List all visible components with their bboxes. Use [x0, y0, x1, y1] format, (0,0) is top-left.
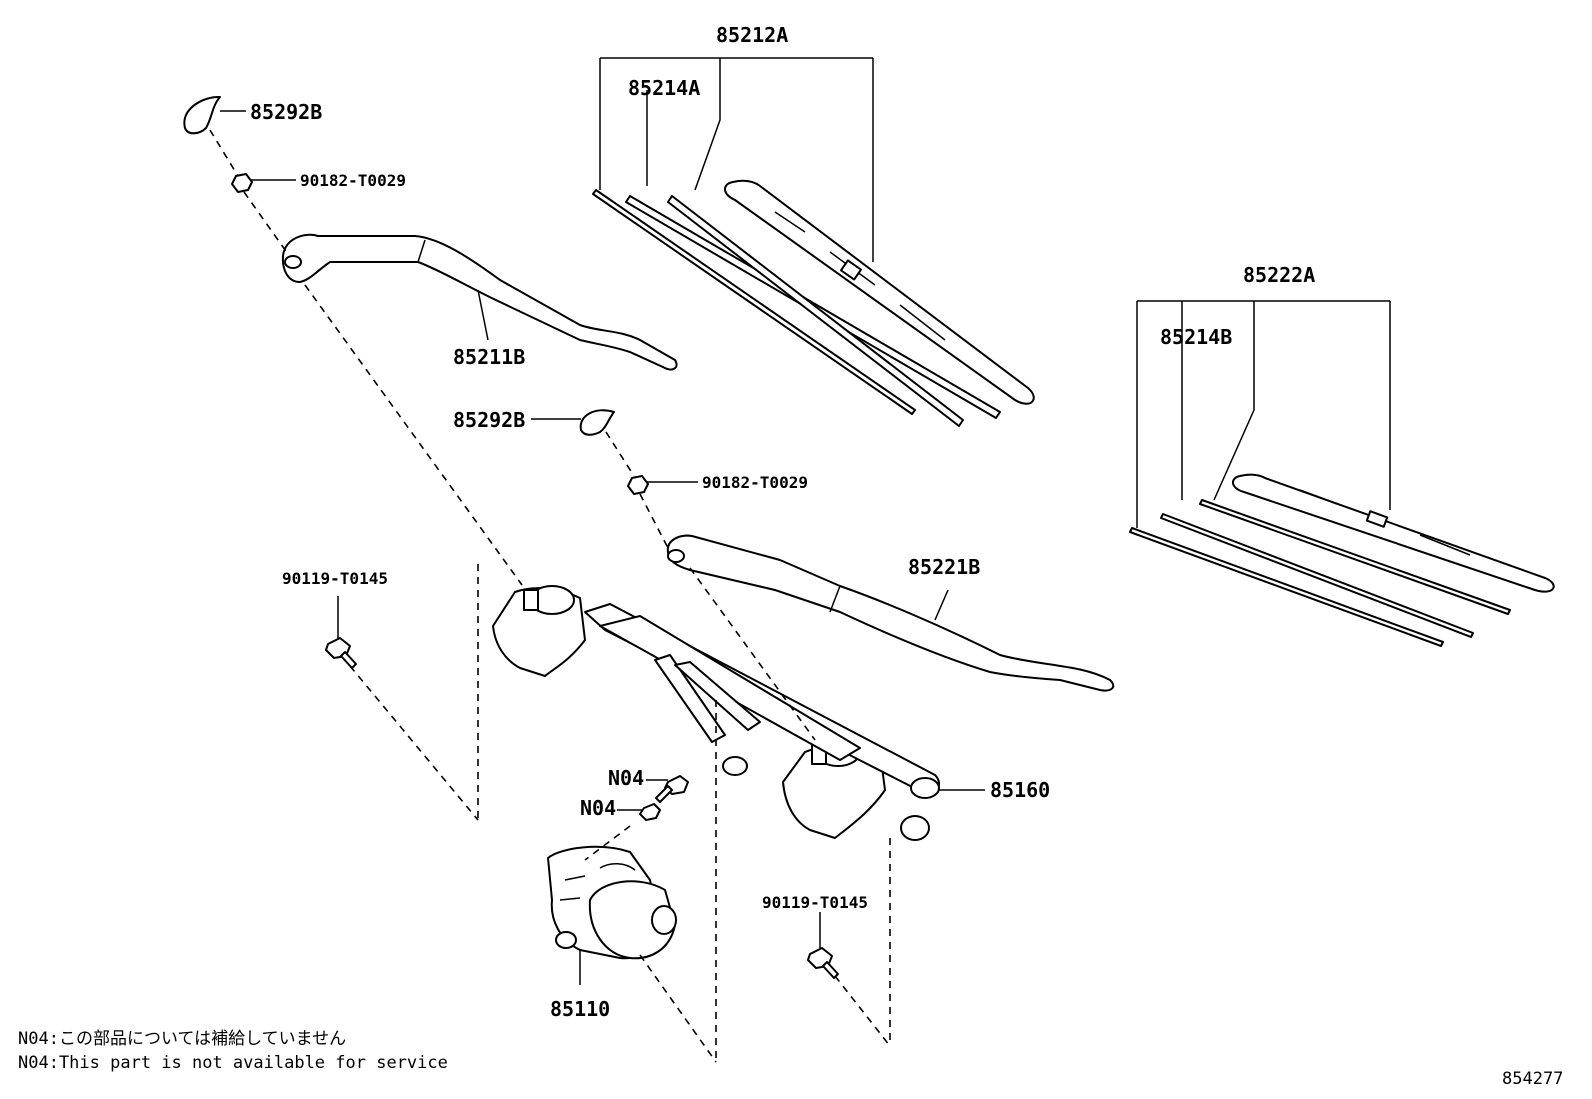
cap-85292B-top[interactable]	[183, 95, 246, 135]
note-english: N04:This part is not available for servi…	[18, 1053, 448, 1073]
label-85160: 85160	[990, 778, 1050, 802]
figure-code: 854277	[1502, 1069, 1563, 1089]
nut-90182-top[interactable]	[231, 173, 296, 193]
label-85214B: 85214B	[1160, 325, 1232, 349]
nut-90182-mid[interactable]	[627, 475, 698, 495]
bolt-90119-left[interactable]	[325, 596, 357, 669]
wiper-blade-85212A[interactable]	[592, 57, 1035, 427]
label-85292B-top: 85292B	[250, 100, 322, 124]
label-85212A: 85212A	[716, 23, 788, 47]
wiper-linkage-85160[interactable]	[492, 585, 985, 841]
wiper-motor-85110[interactable]	[547, 845, 677, 985]
wiper-arm-85211B[interactable]	[281, 233, 678, 371]
label-85221B: 85221B	[908, 555, 980, 579]
screw-N04-lower[interactable]	[617, 803, 661, 821]
wiper-blade-85222A[interactable]	[1129, 300, 1555, 647]
label-90182-mid: 90182-T0029	[702, 473, 808, 492]
screw-N04-upper[interactable]	[646, 775, 689, 803]
label-90119-right: 90119-T0145	[762, 893, 868, 912]
label-85110: 85110	[550, 997, 610, 1021]
label-90182-top: 90182-T0029	[300, 171, 406, 190]
note-japanese: N04:この部品については補給していません	[18, 1029, 346, 1049]
label-N04-upper: N04	[608, 766, 644, 790]
cap-85292B-mid[interactable]	[531, 409, 615, 436]
label-90119-left: 90119-T0145	[282, 569, 388, 588]
assembly-guide-lines	[209, 129, 891, 1063]
wiper-arm-85221B[interactable]	[666, 534, 1115, 692]
bolt-90119-right[interactable]	[807, 912, 839, 979]
label-85292B-mid: 85292B	[453, 408, 525, 432]
label-85214A: 85214A	[628, 76, 700, 100]
label-85222A: 85222A	[1243, 263, 1315, 287]
label-85211B: 85211B	[453, 345, 525, 369]
label-N04-lower: N04	[580, 796, 616, 820]
